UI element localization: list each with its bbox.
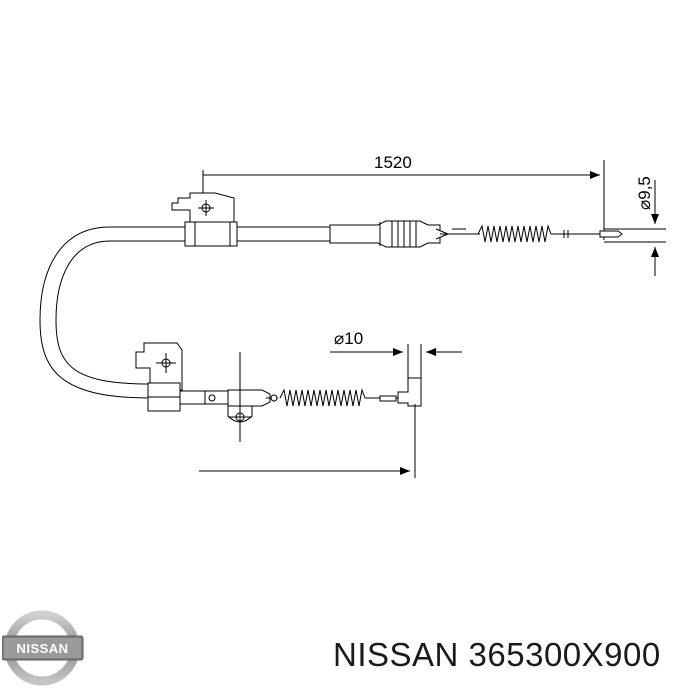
dimension-diameter-end-label: ⌀9,5 <box>635 176 654 210</box>
caption-part-number: 365300X900 <box>468 636 661 673</box>
nissan-logo: NISSAN <box>1 606 84 690</box>
cable-upper-run <box>39 226 330 399</box>
upper-bellows <box>477 224 623 243</box>
dimension-lower-length <box>199 404 416 478</box>
caption-brand: NISSAN <box>333 636 459 673</box>
lower-end-fitting <box>227 352 278 442</box>
dimension-diameter-mid-label: ⌀10 <box>334 329 363 348</box>
dimension-diameter-end <box>604 180 666 276</box>
part-caption: NISSAN 365300X900 <box>333 636 661 674</box>
lower-mounting-bracket <box>135 342 183 412</box>
nissan-logo-icon: NISSAN <box>1 610 84 686</box>
upper-mounting-bracket <box>171 192 238 247</box>
lower-bellows <box>279 377 422 407</box>
dimension-length-label: 1520 <box>374 153 412 172</box>
nissan-logo-text: NISSAN <box>16 641 68 656</box>
upper-end-fitting <box>329 220 480 248</box>
